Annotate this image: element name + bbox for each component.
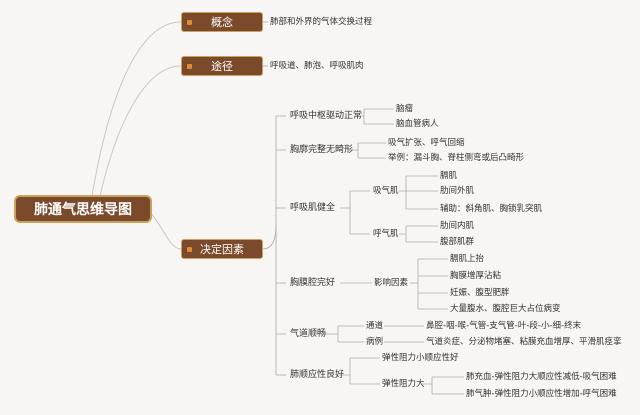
bullet-icon <box>187 64 192 69</box>
line-root-factors <box>149 211 182 250</box>
airway-channel-label: 通道 <box>366 321 384 331</box>
compliance-large-label: 弹性阻力大 <box>382 379 425 389</box>
compliance-small: 弹性阻力小顺应性好 <box>382 353 459 363</box>
factor-center-label: 呼吸中枢驱动正常 <box>290 111 363 121</box>
influence-item: 妊娠、腹型肥胖 <box>450 288 510 298</box>
factor-muscle-label: 呼吸肌健全 <box>290 203 336 213</box>
airway-channel-desc: 鼻腔-咽-喉-气管-支气管-叶-段-小-细-终末 <box>426 321 582 331</box>
muscle-inspire-label: 吸气肌 <box>373 186 399 196</box>
topic-concept: 概念 <box>181 12 263 32</box>
influence-item: 胸膜增厚沾粘 <box>450 271 502 281</box>
factor-compliance-label: 肺顺应性良好 <box>290 370 345 380</box>
compliance-large-item: 肺充血-弹性阻力大顺应性减低-吸气困难 <box>466 372 617 382</box>
line-root-concept <box>91 21 182 197</box>
thorax-item: 吸气扩张、呼气回缩 <box>388 138 465 148</box>
topic-route: 途径 <box>181 56 263 76</box>
inspire-item: 肋间外肌 <box>440 186 475 196</box>
concept-desc: 肺部和外界的气体交换过程 <box>270 17 373 27</box>
thorax-item: 举例：漏斗胸、脊柱侧弯或后凸畸形 <box>388 153 525 163</box>
center-item: 脑血管病人 <box>396 119 439 129</box>
influence-item: 大量腹水、腹腔巨大占位病变 <box>450 304 561 314</box>
factor-airway-label: 气道顺畅 <box>290 329 327 339</box>
compliance-large-item: 肺气肿-弹性阻力小顺应性增加-呼气困难 <box>466 389 617 399</box>
topic-factors: 决定因素 <box>181 239 263 259</box>
factor-thorax-label: 胸廓完整无畸形 <box>290 145 354 155</box>
route-desc: 呼吸道、肺泡、呼吸肌肉 <box>270 61 364 71</box>
root-node: 肺通气思维导图 <box>14 195 152 223</box>
bullet-icon <box>187 20 192 25</box>
airway-case-desc: 气道炎症、分泌物堵塞、粘膜充血增厚、平滑肌痉挛 <box>426 337 622 347</box>
inspire-item: 辅助：斜角肌、胸锁乳突肌 <box>440 204 543 214</box>
muscle-expire-label: 呼气肌 <box>373 229 399 239</box>
influence-item: 膈肌上抬 <box>450 254 485 264</box>
line-root-route <box>99 65 182 197</box>
center-item: 脑瘤 <box>396 104 414 114</box>
expire-item: 肋间内肌 <box>440 221 475 231</box>
expire-item: 腹部肌群 <box>440 237 475 247</box>
bullet-icon <box>187 247 192 252</box>
pleura-influence-label: 影响因素 <box>374 278 409 288</box>
topic-factors-label: 决定因素 <box>200 243 244 256</box>
airway-case-label: 病例 <box>366 337 384 347</box>
factor-pleura-label: 胸膜腔完好 <box>290 278 336 288</box>
topic-route-label: 途径 <box>211 60 233 73</box>
inspire-item: 膈肌 <box>440 171 458 181</box>
topic-concept-label: 概念 <box>211 16 233 29</box>
